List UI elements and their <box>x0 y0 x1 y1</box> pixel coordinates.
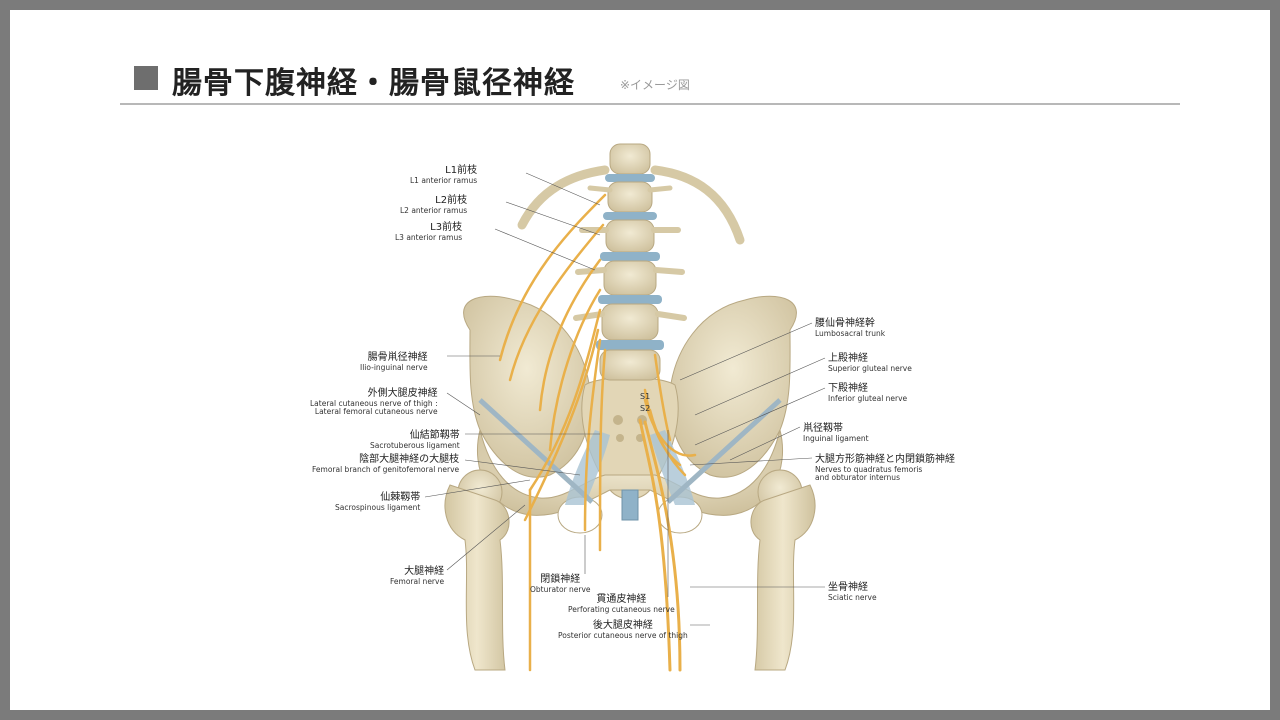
nerves <box>498 193 697 672</box>
slide-title: 腸骨下腹神経・腸骨鼠径神経 <box>172 66 575 101</box>
label-s1: S1 <box>640 392 651 401</box>
lumbar-spine <box>573 143 687 381</box>
right-iliac-wing <box>669 295 797 478</box>
left-inguinal-ligament <box>478 398 594 504</box>
label-lateral-cutaneous: 外側大腿皮神経 Lateral cutaneous nerve of thigh… <box>310 388 438 417</box>
pelvis-svg <box>444 143 816 672</box>
title-divider <box>120 103 1180 105</box>
left-iliac-wing <box>463 295 591 478</box>
right-rib <box>650 165 745 245</box>
pelvic-ring <box>476 429 784 516</box>
right-inguinal-ligament <box>666 398 782 504</box>
left-femur <box>444 484 510 671</box>
leader-lines <box>424 172 826 626</box>
right-femur <box>750 484 816 671</box>
image-note: ※イメージ図 <box>620 78 690 92</box>
label-quadratus: 大腿方形筋神経と内閉鎖筋神経 Nerves to quadratus femor… <box>815 454 955 483</box>
label-s2: S2 <box>640 404 651 413</box>
title-bullet <box>134 66 158 90</box>
